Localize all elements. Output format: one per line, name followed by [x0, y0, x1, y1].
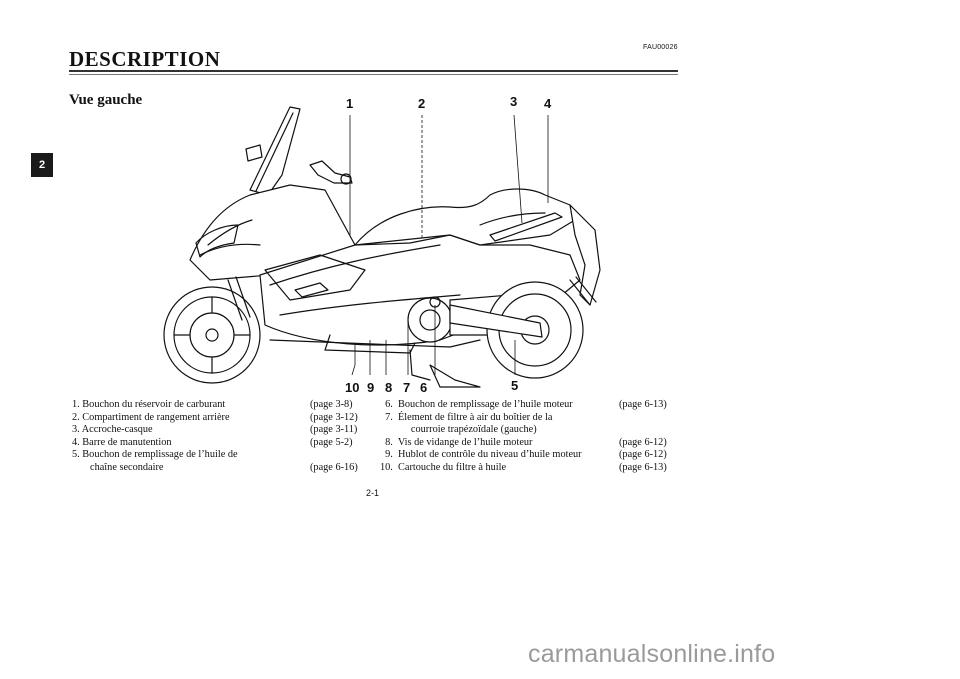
scooter-illustration: [163, 106, 601, 388]
callout-2: 2: [418, 96, 426, 111]
chapter-tab: 2: [31, 153, 53, 177]
legend-item: 6. Bouchon de remplissage de l’huile mot…: [380, 399, 667, 410]
legend-item: 9. Hublot de contrôle du niveau d’huile …: [380, 449, 667, 461]
legend-item: 1. Bouchon du réservoir de carburant(pag…: [72, 399, 353, 410]
legend-item: 7. Élement de filtre à air du boîtier de…: [380, 411, 553, 423]
callout-8: 8: [385, 380, 393, 395]
legend-item: 8. Vis de vidange de l’huile moteur(page…: [380, 436, 667, 448]
legend-item: courroie trapézoïdale (gauche): [380, 424, 537, 436]
legend-item: 10. Cartouche du filtre à huile(page 6-1…: [380, 461, 667, 473]
page-number: 2-1: [366, 488, 380, 498]
legend-item: 2. Compartiment de rangement arrière(pag…: [72, 411, 358, 423]
callout-4: 4: [544, 96, 552, 111]
callout-6: 6: [420, 380, 428, 395]
callout-9: 9: [367, 380, 375, 395]
callout-10: 10: [345, 380, 360, 395]
legend-right: 6. Bouchon de remplissage de l’huile mot…: [380, 399, 680, 475]
legend-item: 4. Barre de manutention(page 5-2): [72, 436, 353, 448]
callout-3: 3: [510, 94, 518, 109]
document-code: FAU00026: [643, 44, 678, 51]
page-title: DESCRIPTION: [69, 47, 221, 71]
section-subtitle: Vue gauche: [69, 92, 143, 108]
callout-7: 7: [403, 380, 411, 395]
title-rule-thin: [69, 74, 678, 75]
title-rule: [69, 70, 678, 72]
legend-item: chaîne secondaire(page 6-16): [72, 461, 358, 473]
legend-item: 3. Accroche-casque(page 3-11): [72, 424, 358, 436]
watermark: carmanualsonline.info: [528, 640, 776, 668]
callout-1: 1: [346, 96, 354, 111]
callout-5: 5: [511, 378, 519, 393]
legend-left: 1. Bouchon du réservoir de carburant(pag…: [72, 399, 377, 475]
legend-item: 5. Bouchon de remplissage de l’huile de: [72, 449, 238, 461]
